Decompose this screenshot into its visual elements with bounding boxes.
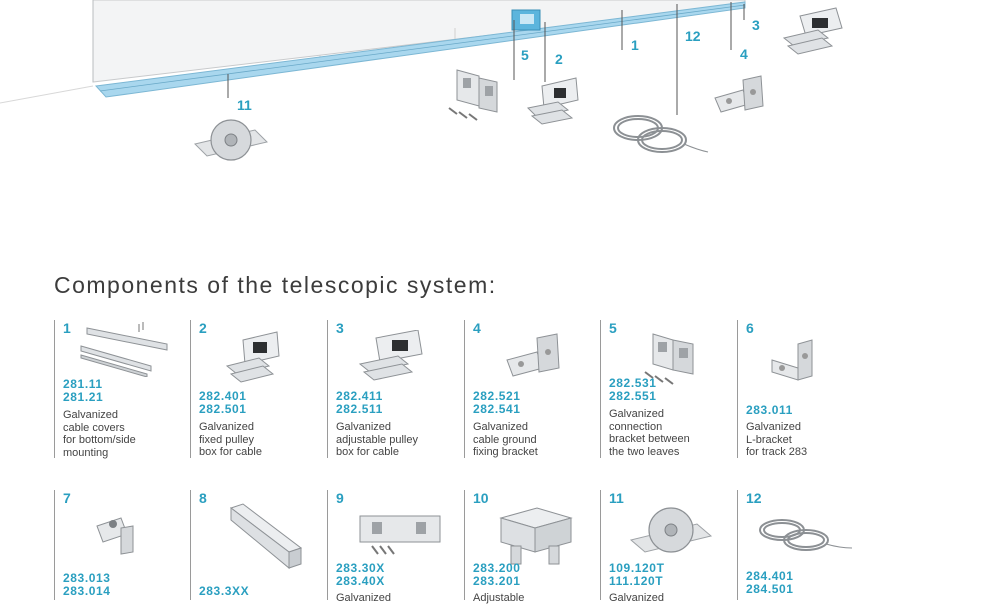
description-line: for track 283: [746, 446, 808, 459]
product-code: 282.551: [609, 389, 657, 403]
product-code: 282.531: [609, 376, 657, 390]
component-card-4: 4 282.521 282.541 Galvanized cable groun…: [464, 320, 589, 458]
description-line: Adjustable: [473, 592, 525, 604]
product-code: 282.501: [199, 402, 247, 416]
product-code: 282.401: [199, 389, 247, 403]
cable-cover-icon: [80, 322, 168, 377]
component-number: 10: [473, 490, 489, 506]
carriage-icon: [359, 515, 441, 555]
l-bracket-icon: [771, 339, 813, 381]
product-code: 283.011: [746, 403, 793, 417]
description-line: cable ground: [473, 433, 537, 446]
product-code: 282.511: [336, 402, 383, 416]
component-number: 4: [473, 320, 481, 336]
description-line: Galvanized: [746, 421, 802, 433]
callout-5: 5: [521, 47, 529, 63]
description-line: fixing bracket: [473, 446, 538, 459]
callout-12: 12: [685, 28, 701, 44]
description-line: adjustable pulley: [336, 433, 418, 446]
fixed-pulley-box-icon: [225, 331, 280, 383]
gate-illustration: [0, 0, 843, 161]
component-card-9: 9 283.30X 283.40X Galvanized: [327, 490, 452, 604]
component-number: 2: [199, 320, 207, 336]
track-fixing-part-icon: [96, 517, 134, 555]
description-line: Galvanized: [609, 408, 665, 420]
description-line: cable covers: [63, 421, 125, 434]
cable-coil-part: [613, 115, 709, 153]
component-card-8: 8 283.3XX: [190, 490, 315, 600]
description-line: fixed pulley: [199, 433, 255, 446]
description-line: L-bracket: [746, 433, 792, 446]
component-card-7: 7 283.013 283.014: [54, 490, 179, 600]
description-line: connection: [609, 420, 663, 433]
product-code: 109.120T: [609, 561, 665, 575]
component-number: 9: [336, 490, 344, 506]
description-line: Galvanized: [336, 421, 392, 433]
adjustable-support-icon: [499, 507, 573, 565]
component-number: 6: [746, 320, 754, 336]
component-number: 7: [63, 490, 71, 506]
wheel-icon: [629, 507, 713, 553]
description-line: Galvanized: [336, 592, 392, 604]
adjustable-pulley-box-icon: [358, 330, 423, 381]
component-card-1: 1 281.11 281.21 Galvanized cable covers …: [54, 320, 179, 459]
component-card-11: 11 109.120T 111.120T Galvanized: [600, 490, 725, 604]
product-code: 284.501: [746, 582, 794, 596]
cable-coil-icon: [759, 519, 853, 551]
product-code: 283.013: [63, 571, 111, 585]
component-card-5: 5 282.531 282.551 Galvanized connection …: [600, 320, 725, 458]
product-code: 282.411: [336, 389, 383, 403]
component-number: 12: [746, 490, 762, 506]
product-code: 282.541: [473, 402, 521, 416]
description-line: Galvanized: [63, 409, 119, 421]
cable-ground-bracket-part: [714, 75, 764, 113]
product-code: 283.200: [473, 561, 521, 575]
callout-3: 3: [752, 17, 760, 33]
product-code: 283.40X: [336, 574, 385, 588]
product-code: 281.11: [63, 377, 103, 391]
callout-1: 1: [631, 37, 639, 53]
product-code: 283.014: [63, 584, 111, 598]
callout-2: 2: [555, 51, 563, 67]
product-code: 281.21: [63, 390, 104, 404]
description-line: bracket between: [609, 433, 690, 446]
track-profile-icon: [229, 503, 303, 570]
component-number: 3: [336, 320, 344, 336]
fixed-pulley-box-part: [526, 77, 579, 125]
product-code: 283.3XX: [199, 584, 250, 598]
connection-bracket-icon: [644, 333, 694, 385]
component-card-12: 12 284.401 284.501: [737, 490, 862, 600]
component-number: 1: [63, 320, 71, 336]
callout-11: 11: [237, 97, 252, 113]
description-line: the two leaves: [609, 445, 680, 458]
description-line: mounting: [63, 446, 109, 459]
product-code: 282.521: [473, 389, 521, 403]
product-code: 283.201: [473, 574, 521, 588]
system-diagram: 1 2 3 4 5 11 12: [0, 0, 1000, 200]
product-code: 283.30X: [336, 561, 385, 575]
description-line: for bottom/side: [63, 434, 136, 447]
wheel-part: [194, 119, 268, 161]
ground-fixing-bracket-icon: [506, 333, 560, 377]
description-line: Galvanized: [199, 421, 255, 433]
description-line: Galvanized: [473, 421, 529, 433]
connection-bracket-part: [448, 69, 498, 121]
component-card-6: 6 283.011 Galvanized L-bracket for track…: [737, 320, 862, 458]
section-title: Components of the telescopic system:: [54, 272, 497, 298]
component-card-3: 3 282.411 282.511 Galvanized adjustable …: [327, 320, 452, 458]
component-number: 11: [609, 490, 624, 506]
component-card-10: 10 283.200 283.201 Adjustable: [464, 490, 589, 604]
description-line: Galvanized: [609, 592, 665, 604]
component-number: 5: [609, 320, 617, 336]
callout-4: 4: [740, 46, 748, 62]
component-number: 8: [199, 490, 207, 506]
description-line: box for cable: [336, 446, 399, 459]
adjustable-pulley-box-part: [782, 7, 843, 55]
description-line: box for cable: [199, 446, 262, 459]
product-code: 111.120T: [609, 574, 664, 588]
product-code: 284.401: [746, 569, 794, 583]
component-card-2: 2 282.401 282.501 Galvanized fixed pulle…: [190, 320, 315, 458]
